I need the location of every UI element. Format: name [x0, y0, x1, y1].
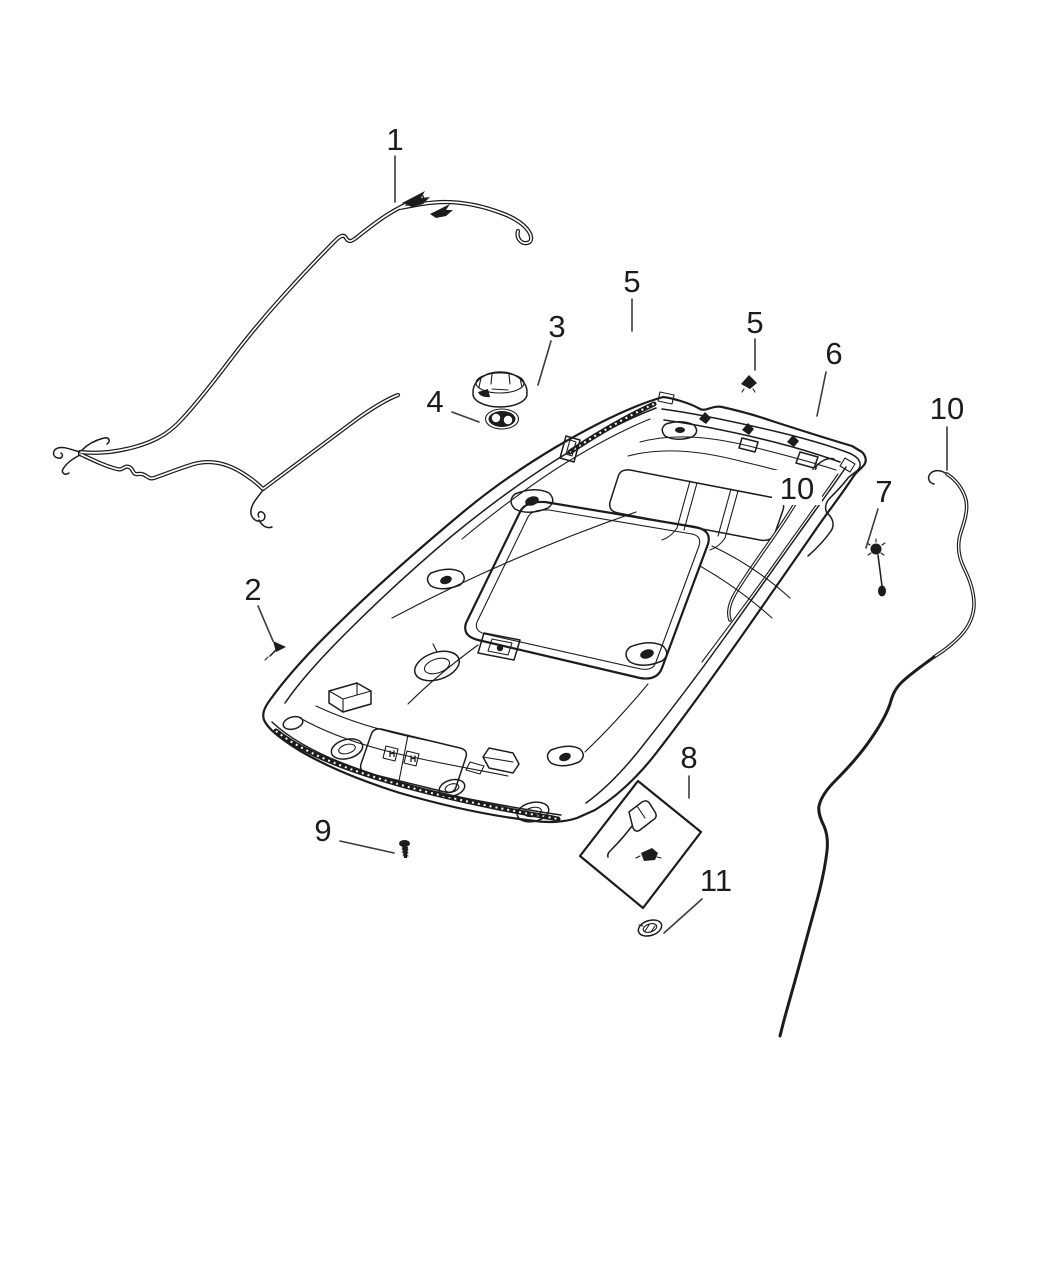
harness-connector-arrow [402, 191, 430, 207]
callout-label-10b: 10 [780, 471, 814, 506]
callout-label-5b: 5 [746, 305, 763, 340]
callout-label-10b-group: 10 [772, 470, 822, 506]
clip-part-5 [741, 375, 757, 393]
leader-7 [865, 508, 879, 549]
leader-6 [816, 371, 827, 417]
leader-11 [663, 898, 703, 934]
harness-connector-ends [52, 437, 273, 529]
callout-label-3: 3 [548, 309, 565, 344]
callout-10b-halo [772, 470, 822, 505]
leader-3 [537, 340, 552, 386]
callout-label-10a: 10 [930, 391, 964, 426]
console-switch-marking-left: H [389, 749, 396, 759]
deck-clip [699, 412, 711, 424]
harness-connector-arrow [430, 204, 453, 218]
headliner-panel: H H [262, 391, 867, 824]
callout-label-9: 9 [314, 813, 331, 848]
right-rail-brackets [546, 642, 668, 767]
pin-part-7 [866, 538, 886, 597]
grommet-part-4 [484, 408, 520, 430]
bezel-part-11 [637, 919, 663, 937]
callout-leaders [257, 155, 948, 934]
headliner-outline [262, 395, 867, 824]
cap-part-3 [472, 371, 528, 408]
leader-4 [451, 411, 480, 423]
kit-box-part-8 [578, 779, 703, 910]
headliner-rear-right-corner [807, 452, 861, 557]
callout-label-7: 7 [875, 474, 892, 509]
callout-label-6: 6 [825, 336, 842, 371]
callout-label-2: 2 [244, 572, 261, 607]
callout-label-11: 11 [700, 863, 732, 898]
left-rail-brackets [426, 435, 581, 590]
deck-clip [742, 423, 754, 435]
drain-hose-loose [778, 469, 976, 1038]
callout-label-1: 1 [386, 122, 403, 157]
leader-2 [257, 605, 274, 642]
leader-9 [339, 840, 395, 854]
deck-clip [787, 435, 799, 447]
screw-part-9 [399, 840, 410, 858]
callout-label-8: 8 [680, 740, 697, 775]
console-switch-marking-right: H [410, 754, 417, 764]
front-console-area: H H [282, 643, 550, 823]
wiring-harness [52, 191, 534, 529]
callout-label-5a: 5 [623, 264, 640, 299]
callout-label-4: 4 [426, 384, 443, 419]
sunroof-opening [391, 500, 710, 680]
callout-labels: 1 2 3 4 5 5 6 7 8 9 10 10 11 [244, 122, 964, 898]
fastener-part-2 [264, 641, 286, 661]
